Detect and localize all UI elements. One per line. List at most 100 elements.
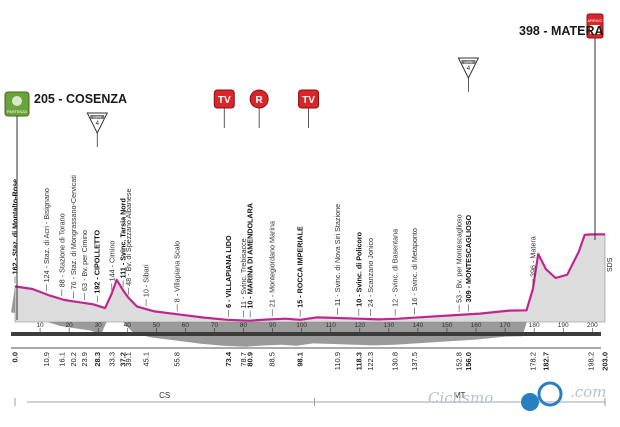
distance-label: 0.0 [11,352,20,362]
km-tick-label: 160 [471,322,482,329]
start-group: PARTENZA 205 - COSENZA [4,91,127,320]
distance-label: 39.1 [124,352,133,367]
start-badge-icon [12,96,22,106]
km-tick-label: 190 [558,322,569,329]
km-tick-label: 50 [153,322,161,329]
distance-label: 80.9 [246,352,255,367]
waypoint-label: 24 - Scanzano Jonico [366,238,375,307]
distance-label: 178.2 [528,352,537,371]
waypoint-label: 10 - Svinc. di Policoro [354,231,363,306]
gpm-text: GPM [464,61,472,65]
km-tick-label: 110 [326,322,337,329]
r-marker: R [249,89,269,128]
km-tick-label: 90 [269,322,277,329]
distance-label: 78.7 [239,352,248,367]
distance-label: 182.7 [542,352,551,371]
waypoint-label: 111 - Svinc. Tarsia Nord [119,198,128,278]
tv-badge-text: TV [218,95,231,106]
profile-face-layer [14,234,606,323]
finish-badge-icon [590,25,600,34]
waypoint-label: 144 - Cimino [107,241,116,282]
km-tick-label: 130 [383,322,394,329]
route-line-layer [14,233,605,322]
waypoint-label: 10 - MARINA DI AMENDOLARA [246,203,255,309]
profile-face-area [14,234,606,323]
watermark-ball-icon [521,393,539,411]
km-tick-label: 120 [354,322,365,329]
km-tick-label: 10 [36,322,44,329]
gpm-text: GPM [93,116,101,120]
distance-label: 198.2 [587,352,596,371]
gpm-category: 4 [467,66,471,72]
waypoint-label: 63 - Bv. per Cimino [80,230,89,291]
watermark-suffix: .com [570,383,606,401]
km-tick-label: 30 [95,322,103,329]
tv-badge-text: TV [302,95,315,106]
province-label: CS [159,391,170,400]
waypoint-layer: 162 - Staz. di Montalto-Rose 124 - Staz. … [11,175,537,318]
km-tick-label: 170 [500,322,511,329]
distance-label: 16.1 [57,352,66,367]
tv-marker: TV [213,89,235,128]
distance-label: 137.5 [410,352,419,371]
waypoint-label: 76 - Staz. di Mongrassano-Cervicati [69,175,78,290]
km-tick-label: 80 [240,322,248,329]
waypoint-label: 396 - Matera [528,236,537,277]
distance-label: 33.3 [107,352,116,367]
distance-label: 23.9 [80,352,89,367]
waypoint-label: 12 - Svinc. di Basentana [391,229,400,307]
r-badge-text: R [256,95,264,106]
km-tick-label: 150 [442,322,453,329]
waypoint-label: 10 - Sibari [142,264,151,297]
km-tick-label: 40 [124,322,132,329]
km-tick-label: 20 [66,322,74,329]
watermark-ring-icon [537,381,563,407]
distance-label: 28.3 [93,352,102,367]
waypoint-label: 192 - CIPOLLETTO [93,229,102,293]
distance-label: 73.4 [224,351,233,366]
waypoint-label: 309 - MONTESCAGLIOSO [464,214,473,302]
waypoint-label: 15 - ROCCA IMPERIALE [296,226,305,308]
distance-label: 152.8 [455,352,464,371]
km-tick-label: 200 [587,322,598,329]
waypoint-label: 21 - Montegiordano Marina [268,221,277,307]
waypoint-label: 48 - Bv. di Spezzano Albanese [124,189,133,286]
sprint-label: SDS [607,257,614,272]
waypoint-label: 53 - Bv. per Montescaglioso [455,214,464,303]
km-tick-label: 180 [529,322,540,329]
waypoint-label: 162 - Staz. di Montalto-Rose [11,179,20,274]
finish-group: ARRIVO 398 - MATERA [519,13,604,240]
start-badge-text: PARTENZA [7,110,27,114]
waypoint-label: 11 - Svinc. Trebisacce [239,238,248,308]
distance-label: 130.8 [391,352,400,371]
km-ruler [11,332,601,336]
distance-label: 10.9 [42,352,51,367]
waypoint-label: 11 - Svinc. di Nova Siri Stazione [333,204,342,306]
finish-badge-text: ARRIVO [587,18,602,23]
distance-label: 98.1 [296,352,305,367]
watermark-text: Ciclismo [428,389,493,407]
route-line [14,233,605,322]
waypoint-label: 124 - Staz. di Acri - Bisignano [42,188,51,282]
waypoint-label: 88 - Stazione di Torano [57,213,66,287]
distance-label: 20.2 [69,352,78,367]
distance-label: 88.5 [268,352,277,367]
gpm-stripe [90,115,105,119]
distance-label: 122.3 [366,352,375,371]
distance-label: 156.0 [464,352,473,371]
start-label: 205 - COSENZA [34,92,127,106]
tv-marker: TV [298,89,320,128]
province-label: MT [454,391,466,400]
gpm-stripe [461,60,476,64]
watermark: Ciclismo .com [428,381,606,411]
distance-label: 110.9 [333,352,342,370]
province-layer: CS MT [14,391,606,406]
gpm-category: 4 [96,121,100,127]
waypoint-label: 8 - Villapiana Scalo [173,241,182,302]
km-tick-label: 140 [412,322,423,329]
